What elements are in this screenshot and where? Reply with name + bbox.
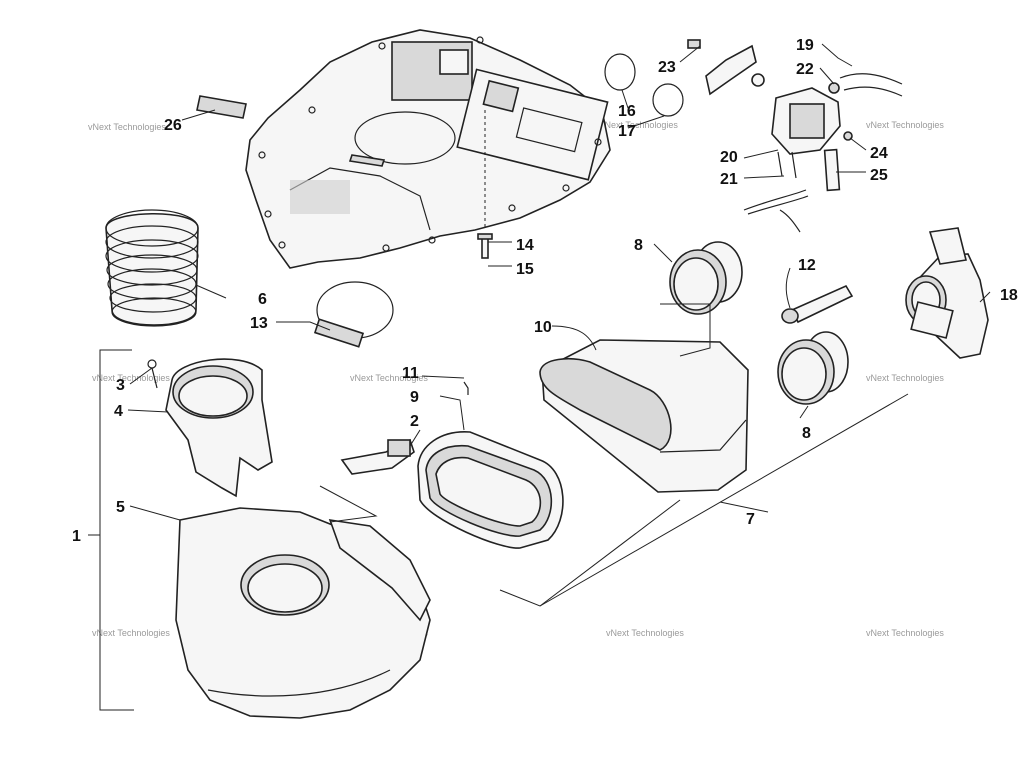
callout-19: 19 (796, 37, 814, 54)
callout-4: 4 (114, 403, 123, 420)
part-decal-strip (196, 95, 247, 119)
watermark: vNext Technologies (92, 373, 170, 383)
callout-6: 6 (258, 291, 267, 308)
bracket-group-1 (88, 349, 134, 711)
watermark: vNext Technologies (92, 628, 170, 638)
callout-12: 12 (798, 257, 816, 274)
callout-5: 5 (116, 499, 125, 516)
part-fuel-line (743, 189, 809, 233)
part-air-box (175, 507, 431, 719)
callout-25: 25 (870, 167, 888, 184)
watermark: vNext Technologies (866, 373, 944, 383)
part-carburetor (905, 227, 989, 359)
callout-16: 16 (618, 103, 636, 120)
callout-17: 17 (618, 123, 636, 140)
part-plug-cap-lower (777, 331, 849, 405)
callout-20: 20 (720, 149, 738, 166)
part-fuel-pump (751, 73, 903, 192)
part-adapter (147, 358, 273, 498)
callout-8-lower: 8 (802, 425, 811, 442)
callout-1: 1 (72, 528, 81, 545)
watermark: vNext Technologies (606, 628, 684, 638)
callout-18: 18 (1000, 287, 1018, 304)
part-screw (477, 110, 493, 259)
callout-9: 9 (410, 389, 419, 406)
callout-11: 11 (402, 365, 419, 382)
part-bellows (105, 209, 199, 327)
leader-lines (127, 43, 991, 523)
callout-3: 3 (116, 377, 125, 394)
watermark: vNext Technologies (866, 120, 944, 130)
callout-8-upper: 8 (634, 237, 643, 254)
callout-23: 23 (658, 59, 676, 76)
watermark: vNext Technologies (350, 373, 428, 383)
callout-21: 21 (720, 171, 738, 188)
watermark: vNext Technologies (88, 122, 166, 132)
callout-13: 13 (250, 315, 268, 332)
callout-labels: 1 2 3 4 5 6 7 8 8 9 10 11 12 13 14 15 16… (72, 37, 1018, 545)
part-gasket-frame (417, 431, 564, 549)
part-duct (539, 339, 749, 493)
watermark: vNext Technologies (600, 120, 678, 130)
part-clip (340, 438, 415, 475)
callout-22: 22 (796, 61, 814, 78)
callout-15: 15 (516, 261, 534, 278)
part-clamps-16-17 (604, 53, 684, 117)
part-pin (463, 381, 469, 395)
callout-10: 10 (534, 319, 552, 336)
part-heat-shield (245, 29, 611, 269)
part-plug-cap-upper (669, 241, 743, 315)
part-strap-plug (781, 284, 854, 324)
assembly-7-outline (499, 393, 909, 607)
part-bracket-23 (687, 39, 757, 96)
callout-24: 24 (870, 145, 888, 162)
callout-7: 7 (746, 511, 755, 528)
callout-14: 14 (516, 237, 534, 254)
part-hose-clamp (313, 281, 394, 348)
callout-2: 2 (410, 413, 419, 430)
callout-26: 26 (164, 117, 182, 134)
watermark: vNext Technologies (866, 628, 944, 638)
